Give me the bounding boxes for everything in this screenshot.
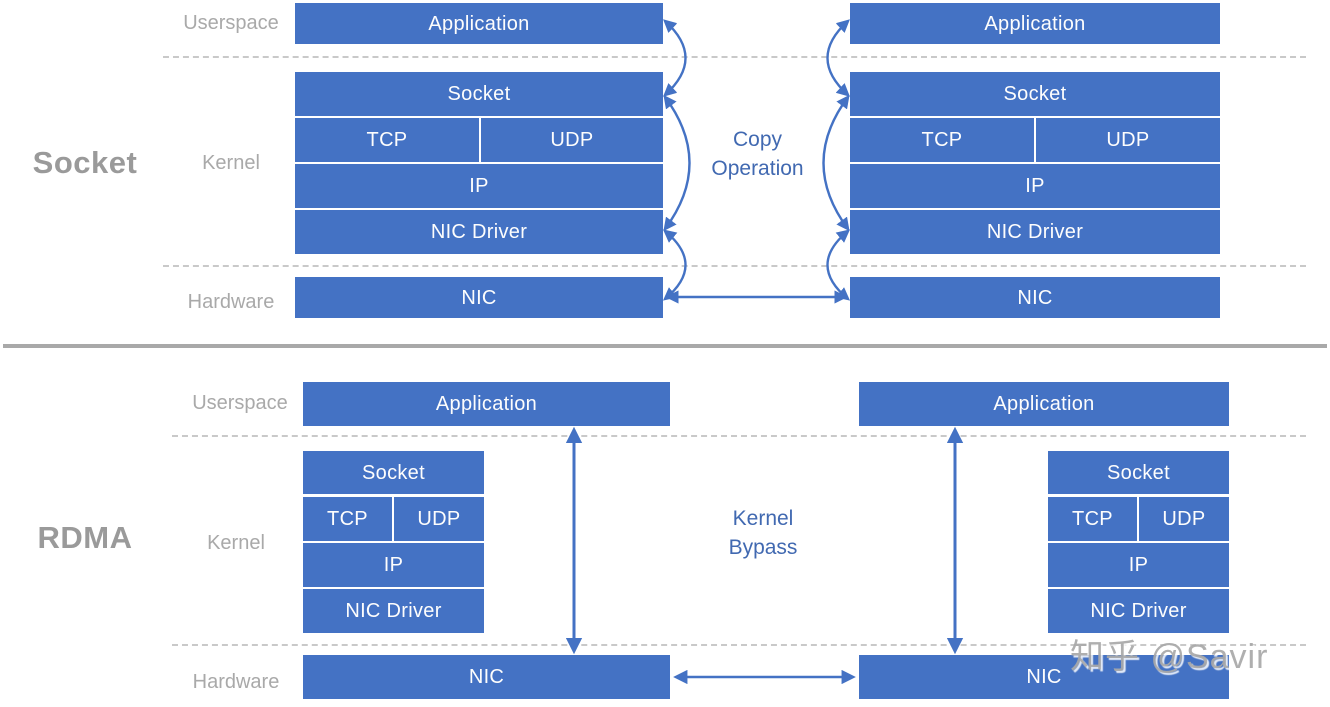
socket-left-nic-box: NIC xyxy=(295,277,663,318)
rdma-right-application-box: Application xyxy=(859,382,1229,426)
socket-left-application-box: Application xyxy=(295,3,663,44)
copy-arc-app-socket-left xyxy=(663,19,687,97)
rdma-left-nic-driver-box: NIC Driver xyxy=(303,589,484,633)
layer-label-userspace-top: Userspace xyxy=(183,12,279,34)
kernel-hardware-boundary-bottom xyxy=(172,644,1306,646)
copy-operation-annotation: Copy Operation xyxy=(690,125,825,183)
rdma-left-nic-box: NIC xyxy=(303,655,670,699)
socket-right-socket-box: Socket xyxy=(850,72,1220,116)
section-divider-line xyxy=(3,344,1327,348)
socket-left-nic-driver-box: NIC Driver xyxy=(295,210,663,254)
rdma-right-udp-box: UDP xyxy=(1139,497,1229,541)
socket-right-application-box: Application xyxy=(850,3,1220,44)
rdma-right-socket-box: Socket xyxy=(1048,451,1229,494)
rdma-left-socket-box: Socket xyxy=(303,451,484,494)
socket-right-tcp-box: TCP xyxy=(850,118,1034,162)
rdma-left-application-box: Application xyxy=(303,382,670,426)
rdma-left-tcp-box: TCP xyxy=(303,497,392,541)
socket-right-nic-driver-box: NIC Driver xyxy=(850,210,1220,254)
layer-label-kernel-top: Kernel xyxy=(202,152,260,174)
kernel-bypass-line1: Kernel xyxy=(732,507,794,530)
kernel-bypass-line2: Bypass xyxy=(728,536,798,559)
socket-right-ip-box: IP xyxy=(850,164,1220,208)
copy-arc-socket-nicdriver-left xyxy=(663,94,691,232)
rdma-right-nic-driver-box: NIC Driver xyxy=(1048,589,1229,633)
socket-left-ip-box: IP xyxy=(295,164,663,208)
layer-label-hardware-bottom: Hardware xyxy=(192,671,280,693)
copy-operation-line2: Operation xyxy=(711,157,804,180)
socket-left-socket-box: Socket xyxy=(295,72,663,116)
socket-left-tcp-box: TCP xyxy=(295,118,479,162)
userspace-kernel-boundary-top xyxy=(163,56,1306,58)
socket-left-udp-box: UDP xyxy=(481,118,663,162)
copy-arc-socket-nicdriver-right xyxy=(822,94,850,232)
rdma-left-udp-box: UDP xyxy=(394,497,484,541)
rdma-right-nic-box: NIC xyxy=(859,655,1229,699)
socket-right-nic-box: NIC xyxy=(850,277,1220,318)
rdma-left-ip-box: IP xyxy=(303,543,484,587)
layer-label-hardware-top: Hardware xyxy=(187,291,275,313)
socket-right-udp-box: UDP xyxy=(1036,118,1220,162)
watermark-text: 知乎 @Savir xyxy=(1070,638,1269,676)
copy-operation-line1: Copy xyxy=(732,128,783,151)
userspace-kernel-boundary-bottom xyxy=(172,435,1306,437)
kernel-hardware-boundary-top xyxy=(163,265,1306,267)
section-label-rdma: RDMA xyxy=(37,520,133,555)
layer-label-kernel-bottom: Kernel xyxy=(207,532,265,554)
rdma-right-tcp-box: TCP xyxy=(1048,497,1137,541)
copy-arc-app-socket-right xyxy=(826,19,850,97)
rdma-right-ip-box: IP xyxy=(1048,543,1229,587)
layer-label-userspace-bottom: Userspace xyxy=(192,392,288,414)
section-label-socket: Socket xyxy=(32,145,138,180)
kernel-bypass-annotation: Kernel Bypass xyxy=(695,504,831,562)
